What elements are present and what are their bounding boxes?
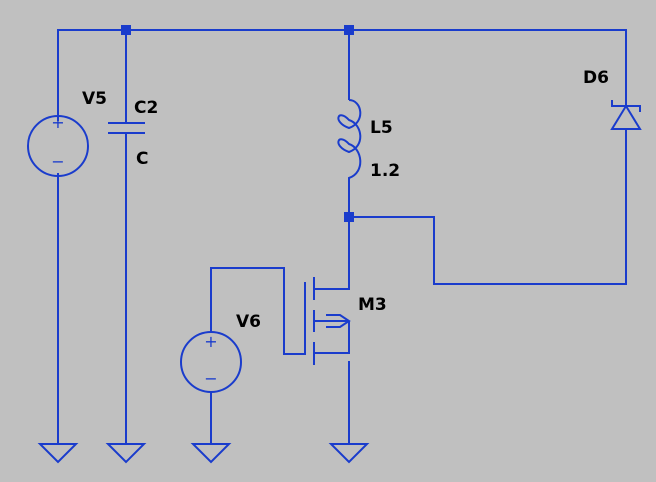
capacitor-c2[interactable]: C2 C <box>108 98 158 169</box>
junction-dot <box>344 212 354 222</box>
junctions <box>121 25 354 222</box>
voltage-source-v6[interactable]: + − V6 <box>180 312 261 393</box>
voltage-source-v5[interactable]: + − V5 <box>27 89 107 177</box>
ground-symbol[interactable] <box>37 443 79 464</box>
v6-label[interactable]: V6 <box>236 312 261 332</box>
v6-body <box>180 331 242 393</box>
m3-label[interactable]: M3 <box>358 295 387 315</box>
l5-label[interactable]: L5 <box>370 118 393 138</box>
junction-dot <box>344 25 354 35</box>
diode-return-wire[interactable] <box>349 129 627 285</box>
v6-gate-wire[interactable] <box>210 267 306 355</box>
inductor-l5[interactable]: L5 1.2 <box>337 99 400 186</box>
c2-label[interactable]: C2 <box>134 98 158 118</box>
wires <box>57 29 627 444</box>
grounds <box>37 443 370 464</box>
v6-plus: + <box>204 332 217 351</box>
m3-drain <box>314 282 350 290</box>
m3-source <box>314 321 350 354</box>
v5-body <box>27 115 89 177</box>
ground-symbol[interactable] <box>328 443 370 464</box>
c2-value[interactable]: C <box>136 149 148 169</box>
l5-coil <box>337 99 362 186</box>
v6-minus: − <box>204 369 217 388</box>
l5-value[interactable]: 1.2 <box>370 161 400 181</box>
v5-label[interactable]: V5 <box>82 89 107 109</box>
d6-label[interactable]: D6 <box>583 68 609 88</box>
junction-dot <box>121 25 131 35</box>
d6-triangle <box>610 104 642 130</box>
ground-symbol[interactable] <box>105 443 147 464</box>
ground-symbol[interactable] <box>190 443 232 464</box>
v5-minus: − <box>51 152 64 171</box>
v5-plus: + <box>51 113 64 132</box>
diode-d6[interactable]: D6 <box>583 68 642 130</box>
mosfet-m3[interactable]: M3 <box>304 277 387 365</box>
top-rail-wire[interactable] <box>57 29 627 121</box>
